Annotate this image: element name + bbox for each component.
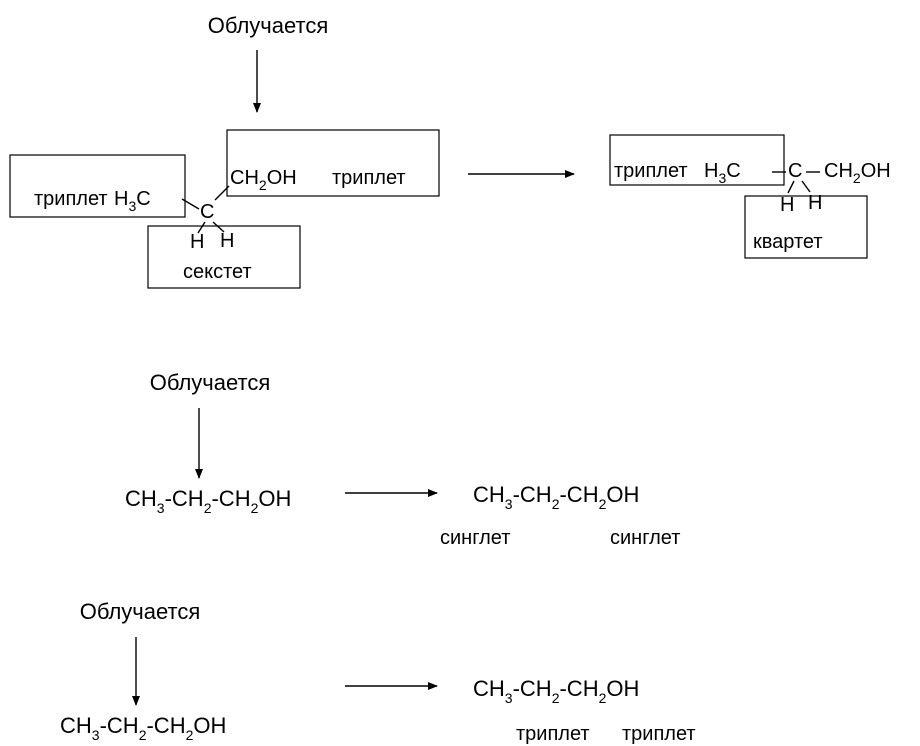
bond-center-ch2oh-left — [214, 185, 230, 201]
ch2oh-group-left: CH2OH — [230, 167, 297, 193]
label-triplet-2: триплет — [622, 723, 696, 745]
bond-h1-left — [197, 221, 206, 234]
bond-h2-left — [212, 221, 225, 233]
formula-product-3: CH3-CH2-CH2OH — [473, 676, 639, 706]
hydrogen-2-right: H — [808, 192, 822, 214]
irradiated-label-3: Облучается — [80, 599, 201, 624]
label-triplet-1: триплет — [516, 723, 590, 745]
label-methyl-right: триплет — [614, 160, 688, 182]
methyl-group-right: H3C — [704, 160, 741, 186]
box-ch2oh-left — [226, 129, 440, 197]
ch2oh-group-right: CH2OH — [824, 160, 891, 186]
label-ch2oh-left: триплет — [332, 167, 406, 189]
formula-product-2: CH3-CH2-CH2OH — [473, 482, 639, 512]
irradiated-label-1: Облучается — [208, 13, 329, 38]
label-ch2-right: квартет — [753, 231, 823, 253]
bond-h1-right — [787, 180, 795, 194]
label-singlet-2: синглет — [610, 527, 680, 549]
bond-h2-right — [801, 180, 811, 193]
label-singlet-1: синглет — [440, 527, 510, 549]
label-ch2-left: секстет — [183, 261, 252, 283]
hydrogen-1-right: H — [780, 194, 794, 216]
box-methyl-right — [609, 134, 785, 186]
bond-methyl-center-left — [181, 198, 200, 210]
formula-reactant-3: CH3-CH2-CH2OH — [60, 713, 226, 743]
hydrogen-1-left: H — [190, 231, 204, 253]
label-methyl-left: триплет — [34, 188, 108, 210]
formula-reactant-2: CH3-CH2-CH2OH — [125, 486, 291, 516]
center-carbon-right: C — [788, 160, 802, 182]
methyl-group-left: H3C — [114, 188, 151, 214]
center-carbon-left: C — [200, 201, 214, 223]
box-ch2-right — [744, 195, 868, 259]
irradiated-label-2: Облучается — [150, 370, 271, 395]
box-methyl-left — [9, 154, 186, 218]
hydrogen-2-left: H — [220, 230, 234, 252]
box-ch2-left — [147, 225, 301, 289]
